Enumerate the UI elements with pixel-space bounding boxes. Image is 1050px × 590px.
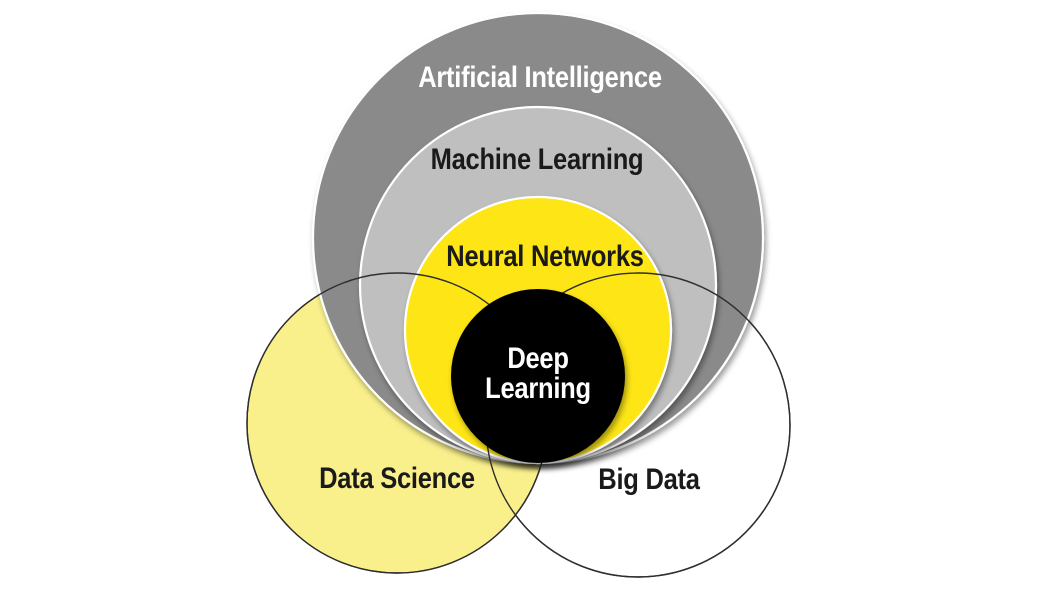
deep-learning-circle	[451, 289, 625, 463]
